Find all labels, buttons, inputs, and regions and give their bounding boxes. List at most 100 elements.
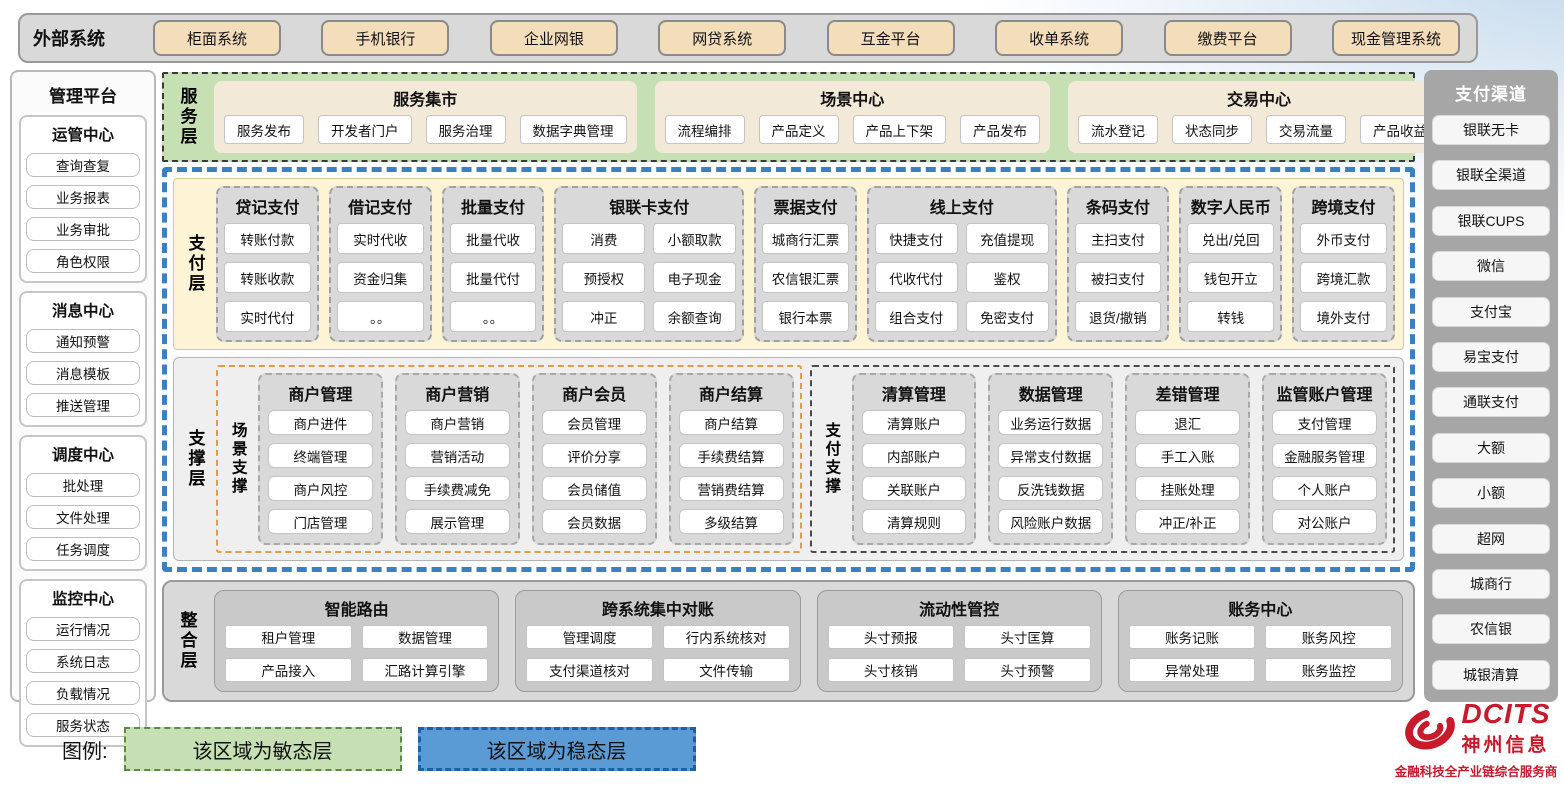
payment-item-button[interactable]: 银行本票 — [762, 301, 849, 332]
integration-item-button[interactable]: 账务监控 — [1265, 658, 1392, 682]
support-item-button[interactable]: 终端管理 — [268, 443, 373, 468]
integration-item-button[interactable]: 头寸预警 — [964, 658, 1091, 682]
support-item-button[interactable]: 清算账户 — [861, 410, 967, 435]
management-item-button[interactable]: 推送管理 — [26, 393, 140, 417]
payment-item-button[interactable]: 消费 — [562, 223, 646, 254]
payment-item-button[interactable]: 鉴权 — [965, 262, 1049, 293]
service-item-button[interactable]: 产品发布 — [960, 115, 1040, 144]
support-item-button[interactable]: 金融服务管理 — [1272, 443, 1377, 468]
payment-item-button[interactable]: 快捷支付 — [874, 223, 958, 254]
payment-item-button[interactable]: 余额查询 — [653, 301, 737, 332]
management-item-button[interactable]: 通知预警 — [26, 329, 140, 353]
service-item-button[interactable]: 流水登记 — [1078, 115, 1158, 144]
integration-item-button[interactable]: 行内系统核对 — [662, 625, 790, 649]
payment-item-button[interactable]: 转账收款 — [224, 262, 311, 293]
payment-item-button[interactable]: 充值提现 — [965, 223, 1049, 254]
integration-item-button[interactable]: 管理调度 — [526, 625, 653, 649]
integration-item-button[interactable]: 产品接入 — [225, 658, 352, 682]
support-item-button[interactable]: 清算规则 — [861, 509, 967, 534]
integration-item-button[interactable]: 头寸核销 — [827, 658, 955, 682]
support-item-button[interactable]: 展示管理 — [404, 509, 510, 534]
integration-item-button[interactable]: 支付渠道核对 — [526, 658, 653, 682]
integration-item-button[interactable]: 数据管理 — [361, 625, 489, 649]
payment-item-button[interactable]: 退货/撤销 — [1074, 301, 1162, 332]
external-system-button[interactable]: 现金管理系统 — [1331, 20, 1460, 56]
payment-channel-button[interactable]: 小额 — [1432, 478, 1550, 509]
management-item-button[interactable]: 业务报表 — [26, 185, 140, 209]
support-item-button[interactable]: 手工入账 — [1135, 443, 1241, 468]
management-item-button[interactable]: 查询查复 — [26, 153, 140, 177]
integration-item-button[interactable]: 账务记账 — [1128, 625, 1256, 649]
service-item-button[interactable]: 产品上下架 — [852, 115, 946, 144]
integration-item-button[interactable]: 异常处理 — [1128, 658, 1256, 682]
service-item-button[interactable]: 服务治理 — [425, 115, 506, 144]
payment-item-button[interactable]: 境外支付 — [1300, 301, 1387, 332]
payment-item-button[interactable]: 批量代收 — [449, 223, 537, 254]
support-item-button[interactable]: 退汇 — [1135, 410, 1241, 435]
payment-item-button[interactable]: 主扫支付 — [1074, 223, 1162, 254]
support-item-button[interactable]: 挂账处理 — [1135, 476, 1241, 501]
support-item-button[interactable]: 对公账户 — [1272, 509, 1377, 534]
payment-item-button[interactable]: 转钱 — [1187, 301, 1275, 332]
payment-item-button[interactable]: 免密支付 — [965, 301, 1049, 332]
management-item-button[interactable]: 运行情况 — [26, 617, 140, 641]
external-system-button[interactable]: 柜面系统 — [153, 20, 281, 56]
integration-item-button[interactable]: 文件传输 — [662, 658, 790, 682]
support-item-button[interactable]: 商户进件 — [268, 410, 373, 435]
support-item-button[interactable]: 多级结算 — [678, 509, 784, 534]
management-item-button[interactable]: 系统日志 — [26, 649, 140, 673]
payment-item-button[interactable]: 批量代付 — [449, 262, 537, 293]
payment-item-button[interactable]: 被扫支付 — [1074, 262, 1162, 293]
integration-item-button[interactable]: 头寸匡算 — [964, 625, 1091, 649]
payment-item-button[interactable]: 预授权 — [562, 262, 646, 293]
management-item-button[interactable]: 服务状态 — [26, 713, 140, 737]
external-system-button[interactable]: 手机银行 — [321, 20, 450, 56]
support-item-button[interactable]: 业务运行数据 — [998, 410, 1104, 435]
service-item-button[interactable]: 开发者门户 — [318, 115, 412, 144]
support-item-button[interactable]: 会员储值 — [541, 476, 647, 501]
payment-item-button[interactable]: 。。 — [449, 301, 537, 332]
support-item-button[interactable]: 支付管理 — [1272, 410, 1377, 435]
support-item-button[interactable]: 会员数据 — [541, 509, 647, 534]
integration-item-button[interactable]: 头寸预报 — [827, 625, 955, 649]
payment-item-button[interactable]: 资金归集 — [336, 262, 424, 293]
payment-item-button[interactable]: 实时代付 — [224, 301, 311, 332]
management-item-button[interactable]: 业务审批 — [26, 217, 140, 241]
payment-item-button[interactable]: 实时代收 — [336, 223, 424, 254]
payment-item-button[interactable]: 组合支付 — [874, 301, 958, 332]
payment-item-button[interactable]: 钱包开立 — [1187, 262, 1275, 293]
payment-channel-button[interactable]: 微信 — [1432, 251, 1550, 282]
payment-channel-button[interactable]: 银联无卡 — [1432, 115, 1550, 145]
management-item-button[interactable]: 负载情况 — [26, 681, 140, 705]
service-item-button[interactable]: 交易流量 — [1266, 115, 1346, 144]
external-system-button[interactable]: 企业网银 — [489, 20, 618, 56]
payment-channel-button[interactable]: 城商行 — [1432, 569, 1550, 600]
support-item-button[interactable]: 个人账户 — [1272, 476, 1377, 501]
payment-channel-button[interactable]: 农信银 — [1432, 614, 1550, 645]
payment-item-button[interactable]: 。。 — [336, 301, 424, 332]
support-item-button[interactable]: 冲正/补正 — [1135, 509, 1241, 534]
management-item-button[interactable]: 消息模板 — [26, 361, 140, 385]
management-item-button[interactable]: 批处理 — [26, 473, 140, 497]
integration-item-button[interactable]: 租户管理 — [225, 625, 352, 649]
service-item-button[interactable]: 状态同步 — [1172, 115, 1252, 144]
support-item-button[interactable]: 营销费结算 — [678, 476, 784, 501]
support-item-button[interactable]: 门店管理 — [268, 509, 373, 534]
support-item-button[interactable]: 风险账户数据 — [998, 509, 1104, 534]
payment-item-button[interactable]: 外币支付 — [1300, 223, 1387, 254]
support-item-button[interactable]: 会员管理 — [541, 410, 647, 435]
payment-item-button[interactable]: 电子现金 — [653, 262, 737, 293]
payment-item-button[interactable]: 跨境汇款 — [1300, 262, 1387, 293]
external-system-button[interactable]: 互金平台 — [826, 20, 955, 56]
external-system-button[interactable]: 缴费平台 — [1163, 20, 1292, 56]
payment-channel-button[interactable]: 易宝支付 — [1432, 342, 1550, 373]
payment-item-button[interactable]: 农信银汇票 — [762, 262, 849, 293]
support-item-button[interactable]: 内部账户 — [861, 443, 967, 468]
support-item-button[interactable]: 评价分享 — [541, 443, 647, 468]
management-item-button[interactable]: 角色权限 — [26, 249, 140, 273]
payment-item-button[interactable]: 城商行汇票 — [762, 223, 849, 254]
payment-item-button[interactable]: 小额取款 — [653, 223, 737, 254]
support-item-button[interactable]: 商户营销 — [404, 410, 510, 435]
service-item-button[interactable]: 产品定义 — [758, 115, 839, 144]
integration-item-button[interactable]: 汇路计算引擎 — [361, 658, 489, 682]
